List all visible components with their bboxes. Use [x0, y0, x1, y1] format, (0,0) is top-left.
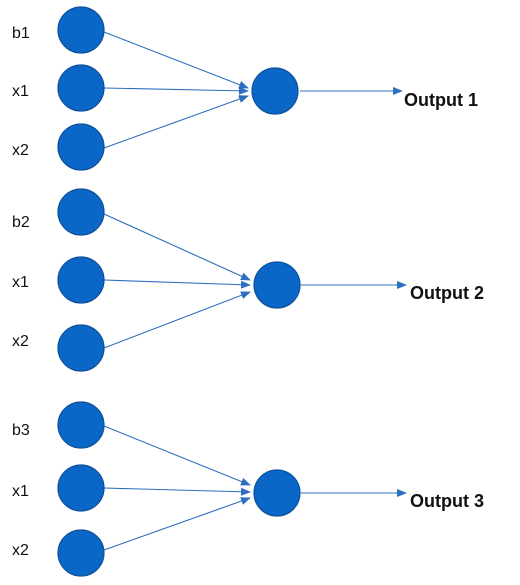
input-label-g2-3: x2	[12, 333, 29, 350]
edge-g2-input1-to-sum	[103, 213, 251, 281]
output-label-1: Output 1	[404, 90, 478, 110]
edge-g3-input1-to-sum	[103, 425, 251, 486]
input-node-g2-1	[57, 188, 105, 236]
input-label-g2-1: b2	[12, 214, 30, 231]
sum-node-g3	[253, 469, 301, 517]
input-label-g1-2: x1	[12, 83, 29, 100]
edge-g1-input2-to-sum	[103, 86, 249, 95]
edge-g2-input2-to-sum	[103, 279, 251, 289]
output-label-3: Output 3	[410, 491, 484, 511]
input-label-g3-2: x1	[12, 483, 29, 500]
edge-g1-input1-to-sum	[103, 31, 249, 89]
edge-g3-input3-to-sum	[103, 497, 251, 551]
input-label-g2-2: x1	[12, 274, 29, 291]
input-node-g2-3	[57, 324, 105, 372]
network-group-3: b3 x1 x2 Output 3	[12, 401, 484, 577]
input-label-g1-1: b1	[12, 25, 30, 42]
input-label-g1-3: x2	[12, 142, 29, 159]
sum-node-g2	[253, 261, 301, 309]
input-label-g3-3: x2	[12, 542, 29, 559]
edge-g1-input3-to-sum	[103, 95, 249, 149]
input-node-g3-1	[57, 401, 105, 449]
input-node-g3-2	[57, 464, 105, 512]
edge-g2-input3-to-sum	[103, 291, 251, 349]
output-label-2: Output 2	[410, 283, 484, 303]
input-node-g2-2	[57, 256, 105, 304]
input-node-g1-3	[57, 123, 105, 171]
edge-g3-input2-to-sum	[103, 487, 251, 496]
sum-node-g1	[251, 67, 299, 115]
input-node-g1-1	[57, 6, 105, 54]
network-group-2: b2 x1 x2 Output 2	[12, 188, 484, 372]
input-node-g1-2	[57, 64, 105, 112]
network-group-1: b1 x1 x2 Output 1	[12, 6, 478, 171]
input-label-g3-1: b3	[12, 422, 30, 439]
input-node-g3-3	[57, 529, 105, 577]
